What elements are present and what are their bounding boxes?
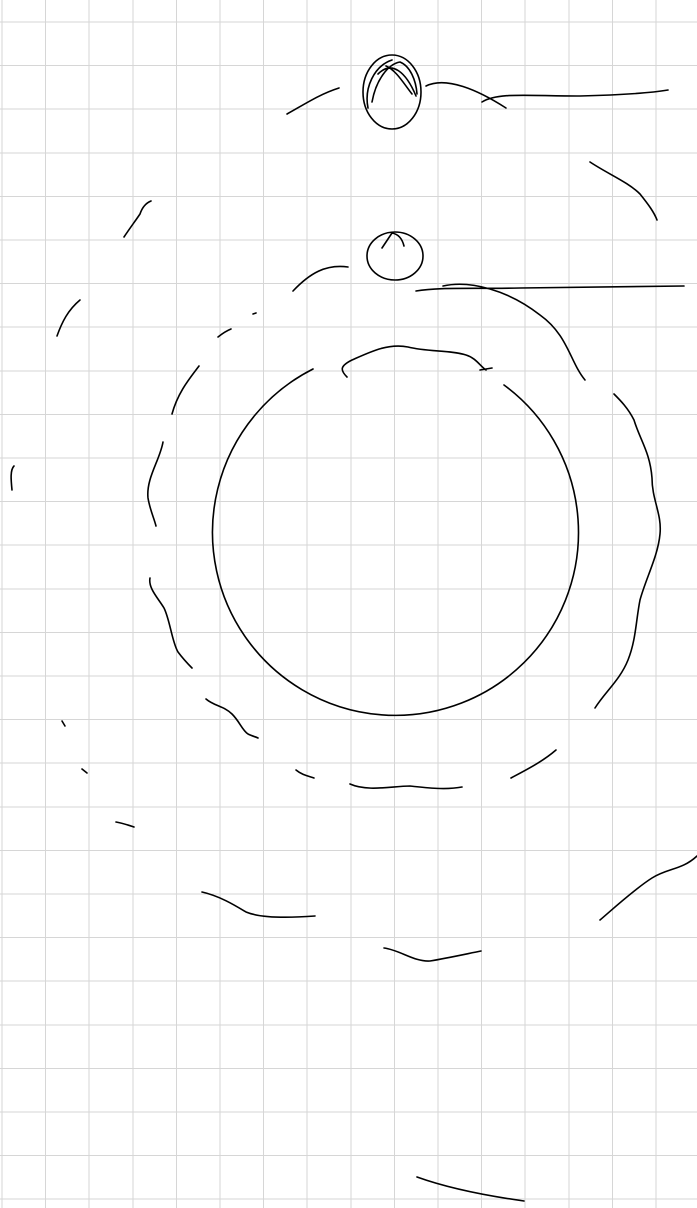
ink-layer — [11, 55, 697, 1201]
outer-dashed-ring — [11, 162, 697, 961]
inner-ring-seg — [206, 699, 258, 738]
inner-ring-seg — [350, 784, 462, 789]
inner-ring-seg — [595, 394, 660, 708]
middle-small-circle — [367, 232, 423, 280]
outer-ring-seg — [384, 948, 481, 961]
central-circle-group — [212, 346, 578, 715]
middle-figure — [293, 232, 684, 380]
top-circle-scribble — [367, 60, 417, 108]
middle-left-stroke — [293, 266, 348, 291]
inner-dashed-ring — [148, 313, 660, 789]
inner-ring-seg — [296, 770, 314, 778]
top-left-stroke — [287, 88, 339, 114]
inner-ring-seg — [253, 313, 256, 314]
outer-ring-seg — [202, 892, 315, 917]
central-circle-top-stroke — [342, 346, 492, 377]
outer-ring-seg — [82, 769, 87, 773]
middle-horizontal-line — [416, 286, 684, 291]
outer-ring-seg — [124, 201, 151, 237]
inner-ring-seg — [511, 750, 556, 778]
outer-ring-seg — [116, 822, 134, 827]
central-circle — [212, 369, 578, 715]
outer-ring-seg — [600, 856, 697, 920]
bottom-stroke — [417, 1177, 524, 1201]
top-horizontal-line — [482, 90, 668, 102]
outer-ring-seg — [62, 721, 65, 726]
middle-right-arc — [443, 284, 585, 380]
inner-ring-seg — [150, 578, 192, 668]
outer-ring-seg — [590, 162, 657, 220]
outer-ring-seg — [57, 300, 80, 336]
outer-ring-seg — [11, 466, 14, 490]
inner-ring-seg — [148, 442, 163, 526]
